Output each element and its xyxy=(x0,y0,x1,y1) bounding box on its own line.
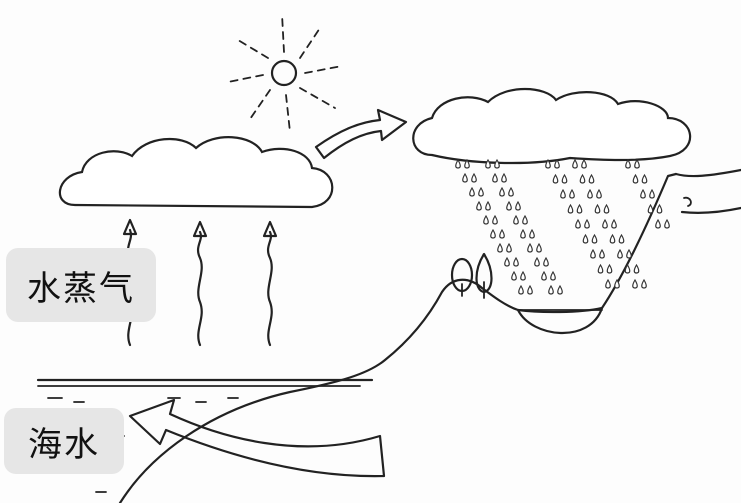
raindrop xyxy=(665,220,670,228)
raindrop xyxy=(479,188,484,196)
raindrop xyxy=(577,205,582,213)
raindrop xyxy=(619,235,624,243)
raindrop xyxy=(610,235,615,243)
raindrop xyxy=(592,235,597,243)
raindrop xyxy=(544,258,549,266)
raindrop xyxy=(591,250,596,258)
raindrop xyxy=(657,205,662,213)
raindrop xyxy=(551,272,556,280)
raindrop xyxy=(576,220,581,228)
raindrop xyxy=(568,205,573,213)
raindrop xyxy=(507,202,512,210)
water-vapor-label: 水蒸气 xyxy=(6,248,156,322)
raindrop xyxy=(582,160,587,168)
raindrop xyxy=(535,258,540,266)
raindrop xyxy=(507,244,512,252)
raindrop xyxy=(573,160,578,168)
raindrop xyxy=(486,202,491,210)
arrow-icon-cloud-move xyxy=(316,110,406,158)
raindrop xyxy=(600,250,605,258)
cloud-icon-left xyxy=(60,137,332,207)
raindrop xyxy=(516,202,521,210)
seawater-label: 海水 xyxy=(4,408,124,474)
raindrop xyxy=(519,286,524,294)
raindrop xyxy=(606,280,611,288)
raindrop xyxy=(612,220,617,228)
raindrop xyxy=(604,205,609,213)
raindrop xyxy=(633,280,638,288)
raindrop xyxy=(521,272,526,280)
raindrop xyxy=(603,220,608,228)
raindrop xyxy=(505,258,510,266)
raindrop xyxy=(456,160,461,168)
raindrop xyxy=(588,190,593,198)
tree-icon xyxy=(452,254,492,298)
raindrop xyxy=(500,230,505,238)
raindrop xyxy=(502,174,507,182)
raindrop xyxy=(641,190,646,198)
raindrop xyxy=(633,175,638,183)
raindrop xyxy=(523,216,528,224)
raindrop xyxy=(595,205,600,213)
raindrop xyxy=(627,250,632,258)
raindrop xyxy=(514,258,519,266)
raindrop xyxy=(618,250,623,258)
raindrop xyxy=(542,272,547,280)
raindrop xyxy=(583,235,588,243)
raindrop xyxy=(500,188,505,196)
raindrop xyxy=(472,174,477,182)
raindrop xyxy=(512,272,517,280)
raindrop xyxy=(514,216,519,224)
cloud-icon-right xyxy=(413,89,690,163)
raindrop xyxy=(537,244,542,252)
river xyxy=(676,170,741,213)
raindrop xyxy=(553,175,558,183)
sun-icon xyxy=(228,14,342,132)
raindrop xyxy=(491,230,496,238)
raindrop xyxy=(589,175,594,183)
raindrop xyxy=(528,286,533,294)
raindrop xyxy=(477,202,482,210)
raindrop xyxy=(570,190,575,198)
raindrop xyxy=(463,174,468,182)
raindrop xyxy=(498,244,503,252)
raindrop xyxy=(521,230,526,238)
raindrop xyxy=(562,175,567,183)
raindrop xyxy=(626,160,631,168)
raindrop xyxy=(650,190,655,198)
raindrop xyxy=(470,188,475,196)
raindrop xyxy=(528,244,533,252)
raindrop xyxy=(648,205,653,213)
raindrop xyxy=(493,216,498,224)
raindrop xyxy=(484,216,489,224)
raindrop xyxy=(585,220,590,228)
arrow-icon-sea-return xyxy=(130,400,384,476)
raindrop xyxy=(580,175,585,183)
raindrop xyxy=(509,188,514,196)
raindrop xyxy=(634,265,639,273)
raindrop xyxy=(530,230,535,238)
raindrop xyxy=(549,286,554,294)
rain-icon xyxy=(456,160,670,294)
raindrop xyxy=(635,160,640,168)
land-outline xyxy=(120,174,676,503)
raindrop xyxy=(656,220,661,228)
raindrop xyxy=(561,190,566,198)
raindrop xyxy=(642,280,647,288)
raindrop xyxy=(598,265,603,273)
raindrop xyxy=(597,190,602,198)
raindrop xyxy=(558,286,563,294)
raindrop xyxy=(607,265,612,273)
raindrop xyxy=(493,174,498,182)
raindrop xyxy=(642,175,647,183)
